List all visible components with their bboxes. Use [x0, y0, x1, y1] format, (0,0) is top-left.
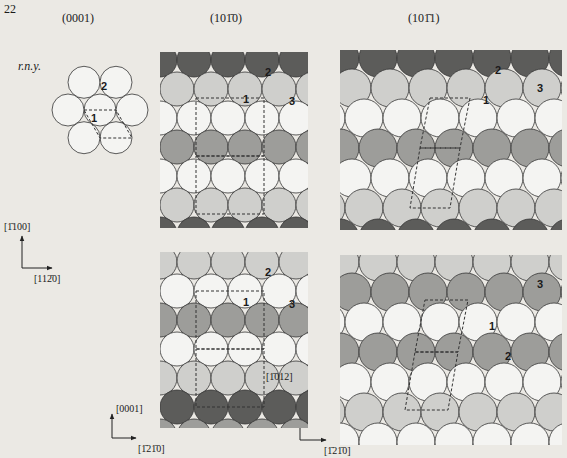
atom [228, 72, 262, 106]
callout-number: 2 [495, 65, 501, 76]
atom [279, 159, 308, 193]
callout-number: 3 [537, 83, 543, 94]
atom [245, 101, 279, 135]
callout-number: 3 [289, 96, 295, 107]
atom [177, 217, 211, 228]
atom [177, 303, 211, 337]
atom [245, 303, 279, 337]
atom [397, 219, 435, 230]
callout-number: 1 [91, 113, 97, 124]
text-label: 22 [4, 3, 16, 15]
atom [549, 423, 562, 445]
atom [211, 303, 245, 337]
atom [68, 66, 100, 98]
atom [228, 130, 262, 164]
callout-number: 2 [505, 351, 511, 362]
callout-number: 1 [483, 95, 489, 106]
atom [397, 423, 435, 445]
text-label: [0001] [116, 404, 143, 414]
callout-number: 1 [243, 94, 249, 105]
atom [279, 419, 308, 428]
text-label: [112̄0] [34, 274, 60, 284]
text-label: [1̄21̄0] [324, 446, 351, 456]
atom [511, 423, 549, 445]
atom [177, 361, 211, 395]
atom [211, 419, 245, 428]
text-label: r.n.y. [18, 60, 41, 72]
unit-cell [196, 98, 264, 156]
callout-number: 2 [265, 67, 271, 78]
atom-panel [340, 255, 562, 445]
atom [262, 390, 296, 424]
unit-cell [84, 110, 132, 138]
atom [177, 159, 211, 193]
atom [262, 332, 296, 366]
atom [435, 423, 473, 445]
atom [160, 217, 177, 228]
atom [435, 219, 473, 230]
atom-layers [52, 39, 567, 458]
atom [340, 219, 359, 230]
unit-cell [410, 148, 460, 208]
text-label: (101̄0) [210, 12, 242, 24]
text-label: (0001) [62, 12, 94, 24]
text-label: [1̄012] [266, 372, 293, 382]
callout-number: 1 [243, 297, 249, 308]
atom [160, 274, 194, 308]
atom [177, 101, 211, 135]
atom [262, 130, 296, 164]
axis-arrows [22, 236, 326, 440]
text-label: (101̄1) [408, 12, 440, 24]
callout-number: 2 [101, 81, 107, 92]
unit-cell [196, 349, 264, 407]
atom [245, 159, 279, 193]
callout-number: 1 [489, 321, 495, 332]
atom [211, 361, 245, 395]
atom [359, 219, 397, 230]
atom-panel [160, 252, 308, 428]
atom [194, 130, 228, 164]
atom [549, 219, 562, 230]
atom [160, 332, 194, 366]
callout-number: 3 [537, 279, 543, 290]
atom [211, 159, 245, 193]
atom [68, 122, 100, 154]
unit-cell [415, 300, 468, 352]
atom-panel [160, 52, 308, 228]
text-label: [1̄100] [4, 222, 30, 232]
atom [160, 419, 177, 428]
atom [194, 72, 228, 106]
atom-panel [340, 50, 562, 230]
atom [279, 217, 308, 228]
atom [160, 72, 194, 106]
atom [511, 219, 549, 230]
atom [245, 419, 279, 428]
atom [359, 423, 397, 445]
atom [262, 188, 296, 222]
unit-cell [196, 156, 264, 214]
callout-number: 3 [289, 299, 295, 310]
atom [473, 423, 511, 445]
text-label: [1̄21̄0] [138, 444, 165, 454]
atom [52, 94, 84, 126]
atom [340, 423, 359, 445]
unit-cell [420, 98, 470, 148]
atom [211, 217, 245, 228]
atom [160, 188, 194, 222]
atom [100, 66, 132, 98]
atom [160, 390, 194, 424]
unit-cell [196, 291, 264, 349]
atom [194, 188, 228, 222]
atom [245, 217, 279, 228]
atom [116, 94, 148, 126]
unit-cell [405, 352, 458, 410]
atom [160, 130, 194, 164]
atom [211, 101, 245, 135]
atom [228, 188, 262, 222]
callout-number: 2 [265, 267, 271, 278]
atom [473, 219, 511, 230]
atom [177, 419, 211, 428]
